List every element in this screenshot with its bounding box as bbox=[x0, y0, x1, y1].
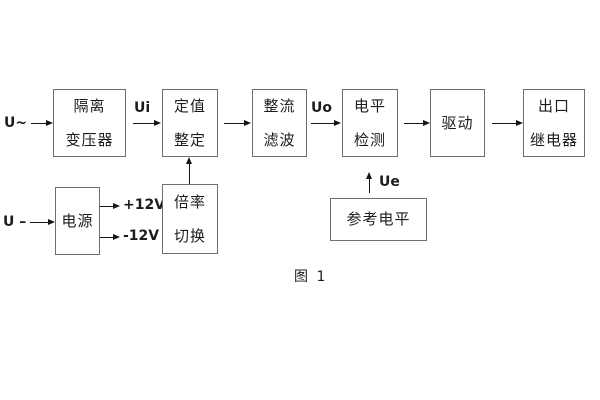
block-label: 整流 bbox=[263, 96, 296, 115]
block-label: 参考电平 bbox=[346, 210, 411, 228]
arrow-ratio-to-setpoint-icon bbox=[185, 157, 192, 184]
arrow-minus12v-icon bbox=[100, 233, 120, 240]
arrow-ui-icon bbox=[133, 119, 161, 126]
block-setpoint-adjust: 定值 整定 bbox=[162, 89, 218, 157]
arrow-uo-icon bbox=[311, 119, 341, 126]
block-label: 倍率 bbox=[173, 192, 206, 211]
block-label: 电源 bbox=[61, 211, 94, 230]
label-minus-12v: -12V bbox=[123, 228, 160, 244]
block-label: 出口 bbox=[537, 96, 570, 115]
block-reference-level: 参考电平 bbox=[330, 198, 427, 241]
block-label: 驱动 bbox=[441, 113, 474, 132]
block-label: 切换 bbox=[173, 226, 206, 245]
block-rectify-filter: 整流 滤波 bbox=[252, 89, 307, 157]
block-label: 整定 bbox=[173, 130, 206, 149]
block-power-supply: 电源 bbox=[55, 187, 100, 255]
label-plus-12v: +12V bbox=[123, 197, 166, 213]
arrow-input-ac-icon bbox=[31, 119, 53, 126]
arrow-setpoint-to-rectify-icon bbox=[224, 119, 251, 126]
block-label: 电平 bbox=[353, 96, 386, 115]
block-label: 检测 bbox=[353, 130, 386, 149]
block-output-relay: 出口 继电器 bbox=[523, 89, 585, 157]
arrow-ue-icon bbox=[365, 172, 372, 193]
arrow-level-to-drive-icon bbox=[404, 119, 430, 126]
arrow-drive-to-relay-icon bbox=[492, 119, 523, 126]
block-label: 定值 bbox=[173, 96, 206, 115]
block-label: 隔离 bbox=[73, 96, 106, 115]
block-label: 变压器 bbox=[65, 130, 114, 149]
label-signal-ui: Ui bbox=[134, 100, 151, 116]
arrow-input-dc-icon bbox=[30, 218, 55, 225]
block-ratio-switch: 倍率 切换 bbox=[162, 184, 218, 254]
label-input-dc: U – bbox=[3, 214, 27, 230]
block-drive: 驱动 bbox=[430, 89, 485, 157]
block-isolation-transformer: 隔离 变压器 bbox=[53, 89, 126, 157]
figure-caption: 图 1 bbox=[294, 269, 328, 285]
label-signal-ue: Ue bbox=[379, 174, 400, 190]
label-input-ac: U~ bbox=[4, 115, 28, 131]
arrow-plus12v-icon bbox=[100, 202, 120, 209]
block-level-detect: 电平 检测 bbox=[342, 89, 398, 157]
label-signal-uo: Uo bbox=[311, 100, 332, 116]
block-label: 继电器 bbox=[529, 130, 578, 149]
block-label: 滤波 bbox=[263, 130, 296, 149]
